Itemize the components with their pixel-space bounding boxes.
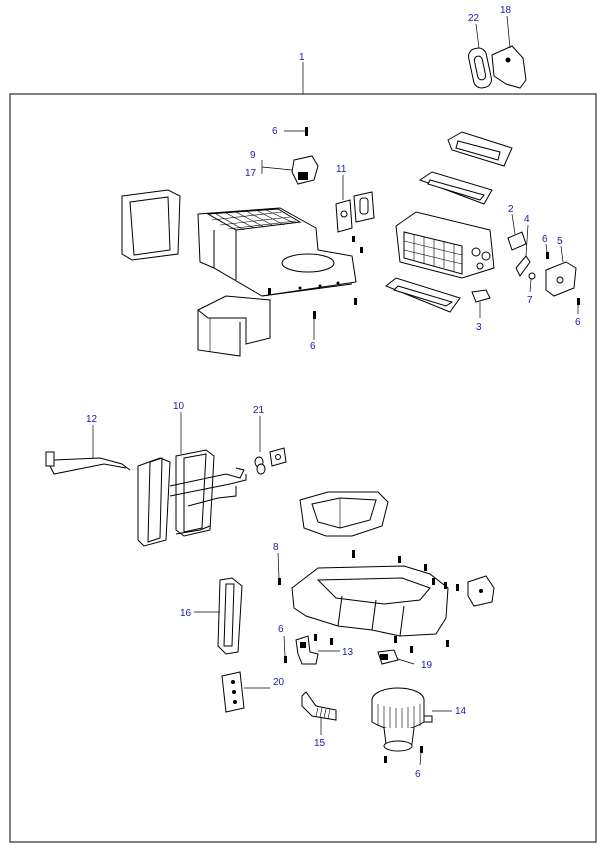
part-19-switch[interactable] [377,649,399,665]
part-evaporator-case[interactable] [395,211,495,279]
part-10-heater-core[interactable] [137,449,247,547]
part-18-cover-plate[interactable] [491,45,527,89]
callout-9: 9 [250,150,256,161]
part-22-gasket[interactable] [467,47,493,90]
part-filter-frame-mid[interactable] [418,171,493,205]
part-filter-frame-lower[interactable] [385,277,461,313]
callout-8: 8 [273,542,279,553]
callout-6-upper-mid: 6 [310,341,316,352]
part-2-link[interactable] [507,231,527,251]
part-14-blower-motor[interactable] [371,687,433,752]
callout-2: 2 [508,204,514,215]
part-upper-case[interactable] [197,207,357,297]
part-4-lever[interactable] [515,255,531,277]
callout-15: 15 [314,738,326,749]
callout-11: 11 [336,164,347,175]
callout-labels: 1 2 3 4 5 6 6 6 6 6 6 7 8 9 10 11 12 13 … [86,5,581,780]
callout-20: 20 [273,677,285,688]
callout-10: 10 [173,401,185,412]
part-filter-frame-left[interactable] [121,189,181,261]
callout-21: 21 [253,405,265,416]
callout-6-far-right: 6 [575,317,581,328]
part-15-drain-hose[interactable] [301,691,337,721]
callout-6-top: 6 [272,126,278,137]
part-20-plate[interactable] [221,671,270,713]
callout-18: 18 [500,5,512,16]
part-duct-lower-left[interactable] [197,295,271,357]
callout-13: 13 [342,647,354,658]
callout-16: 16 [180,608,192,619]
callout-6-lower-left: 6 [278,624,284,635]
callout-1: 1 [299,52,305,63]
part-5-actuator[interactable] [545,261,577,297]
part-13-bracket[interactable] [295,635,319,665]
part-lower-case-upper[interactable] [299,491,389,537]
callout-3: 3 [476,322,482,333]
callout-6-upper-right: 6 [542,234,548,245]
callout-7: 7 [527,295,533,306]
part-filter-cover-top[interactable] [447,131,513,167]
part-21-o-ring[interactable] [254,447,287,475]
callout-12: 12 [86,414,98,425]
callout-17: 17 [245,168,257,179]
part-bracket-right[interactable] [467,575,495,607]
part-11-bracket[interactable] [335,191,375,233]
callout-22: 22 [468,13,480,24]
callout-19: 19 [421,660,433,671]
callout-14: 14 [455,706,467,717]
callout-4: 4 [524,214,530,225]
part-3-sensor[interactable] [471,289,491,303]
callout-6-bottom: 6 [415,769,421,780]
part-9-resistor[interactable] [291,155,319,185]
part-lower-case[interactable] [291,565,449,637]
part-16-seal[interactable] [217,577,243,655]
callout-5: 5 [557,236,563,247]
part-12-cable[interactable] [45,451,131,475]
